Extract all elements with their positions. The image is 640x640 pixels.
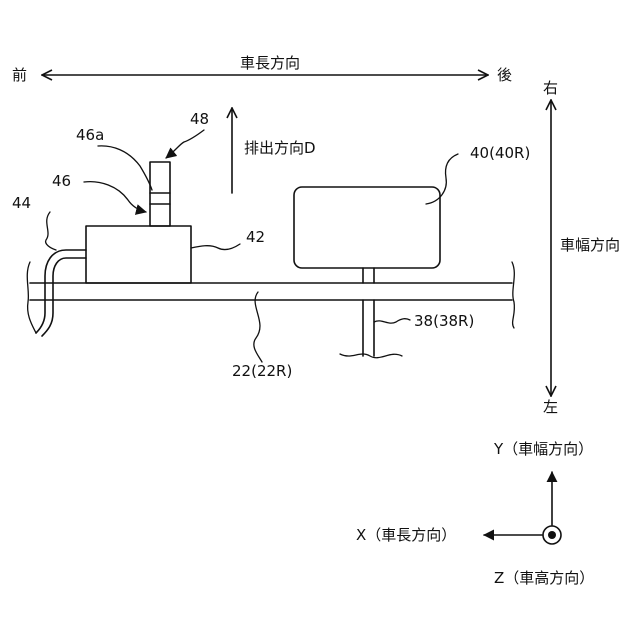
frame-leader <box>254 292 262 362</box>
pipe-label: 46 <box>52 172 71 190</box>
width-direction-indicator: 右 左 車幅方向 <box>543 79 620 416</box>
hose-outer <box>36 250 86 333</box>
box-leader <box>191 244 240 250</box>
y-axis-label: Y（車幅方向） <box>493 440 593 458</box>
z-axis-label: Z（車高方向） <box>494 569 594 587</box>
bracket-break <box>340 354 402 358</box>
right-label: 右 <box>543 79 558 97</box>
axes-legend: Y（車幅方向） X（車長方向） Z（車高方向） <box>356 440 594 587</box>
pipe-upper-leader <box>98 146 152 190</box>
frame-label: 22(22R) <box>232 362 292 380</box>
rear-label: 後 <box>497 66 512 84</box>
front-label: 前 <box>12 66 27 84</box>
bracket-label: 38(38R) <box>414 312 474 330</box>
frame-left-break <box>27 262 36 333</box>
outlet-pipe <box>150 162 170 226</box>
length-direction-label: 車長方向 <box>240 54 300 72</box>
hose-label: 44 <box>12 194 31 212</box>
box-label: 42 <box>246 228 265 246</box>
discharge-direction-label: 排出方向D <box>244 139 316 157</box>
pipe-upper-label: 46a <box>76 126 104 144</box>
pipe-leader <box>84 182 146 212</box>
hose: 44 <box>12 194 86 336</box>
outlet-pipe-assembly: 46a 46 48 <box>52 110 209 226</box>
x-axis-label: X（車長方向） <box>356 526 456 544</box>
box-body <box>86 226 191 283</box>
tank-body <box>294 187 440 268</box>
discharge-direction-indicator: 排出方向D <box>232 108 316 193</box>
width-direction-label: 車幅方向 <box>560 236 620 254</box>
tank-label: 40(40R) <box>470 144 530 162</box>
left-label: 左 <box>543 398 558 416</box>
tank: 40(40R) <box>294 144 530 268</box>
hose-leader <box>46 212 56 250</box>
bracket-leader <box>374 319 410 323</box>
length-direction-indicator: 前 後 車長方向 <box>12 54 512 84</box>
hose-inner <box>42 258 86 336</box>
z-axis-dot <box>548 531 556 539</box>
outlet-leader <box>166 130 204 158</box>
bracket: 38(38R) <box>340 268 474 358</box>
frame-right-break <box>512 262 514 328</box>
tank-leader <box>426 154 458 204</box>
outlet-label: 48 <box>190 110 209 128</box>
pump-box: 42 <box>86 226 265 283</box>
